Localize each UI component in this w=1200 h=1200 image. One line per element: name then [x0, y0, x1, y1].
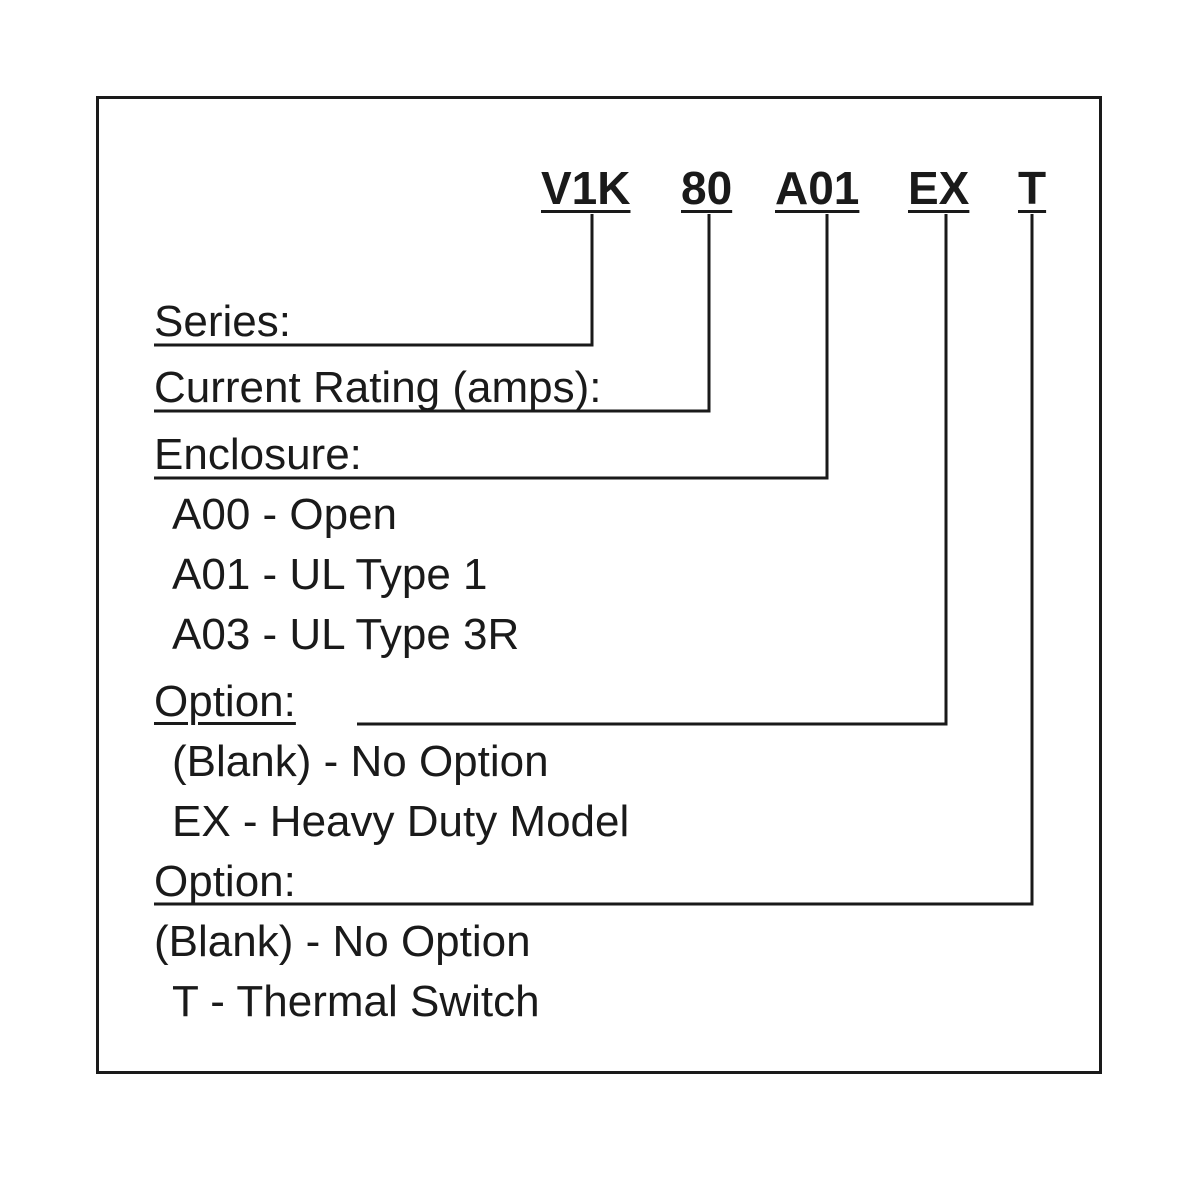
series-label: Series: [154, 297, 291, 346]
option-1-choice: (Blank) - No Option [172, 737, 549, 786]
code-segment-enclosure: A01 [775, 162, 860, 214]
code-segment-option-2: T [1018, 162, 1047, 214]
connector-enclosure [154, 214, 829, 480]
enclosure-option: A03 - UL Type 3R [172, 610, 520, 659]
connector-option-1 [357, 214, 948, 726]
connector-option-2 [154, 214, 1034, 906]
connector-current-rating [154, 214, 711, 413]
current-rating-label: Current Rating (amps): [154, 363, 602, 412]
option-2-choice: (Blank) - No Option [154, 917, 531, 966]
connector-series [154, 214, 594, 347]
code-segment-series: V1K [541, 162, 631, 214]
option-1-label: Option: [154, 677, 296, 726]
code-segment-current: 80 [681, 162, 733, 214]
option-1-choice: EX - Heavy Duty Model [172, 797, 630, 846]
option-2-choice: T - Thermal Switch [172, 977, 540, 1026]
code-segment-option-1: EX [908, 162, 970, 214]
enclosure-option: A01 - UL Type 1 [172, 550, 488, 599]
enclosure-option: A00 - Open [172, 490, 398, 539]
enclosure-label: Enclosure: [154, 430, 362, 479]
option-2-label: Option: [154, 857, 296, 906]
diagram-frame [96, 96, 1102, 1074]
